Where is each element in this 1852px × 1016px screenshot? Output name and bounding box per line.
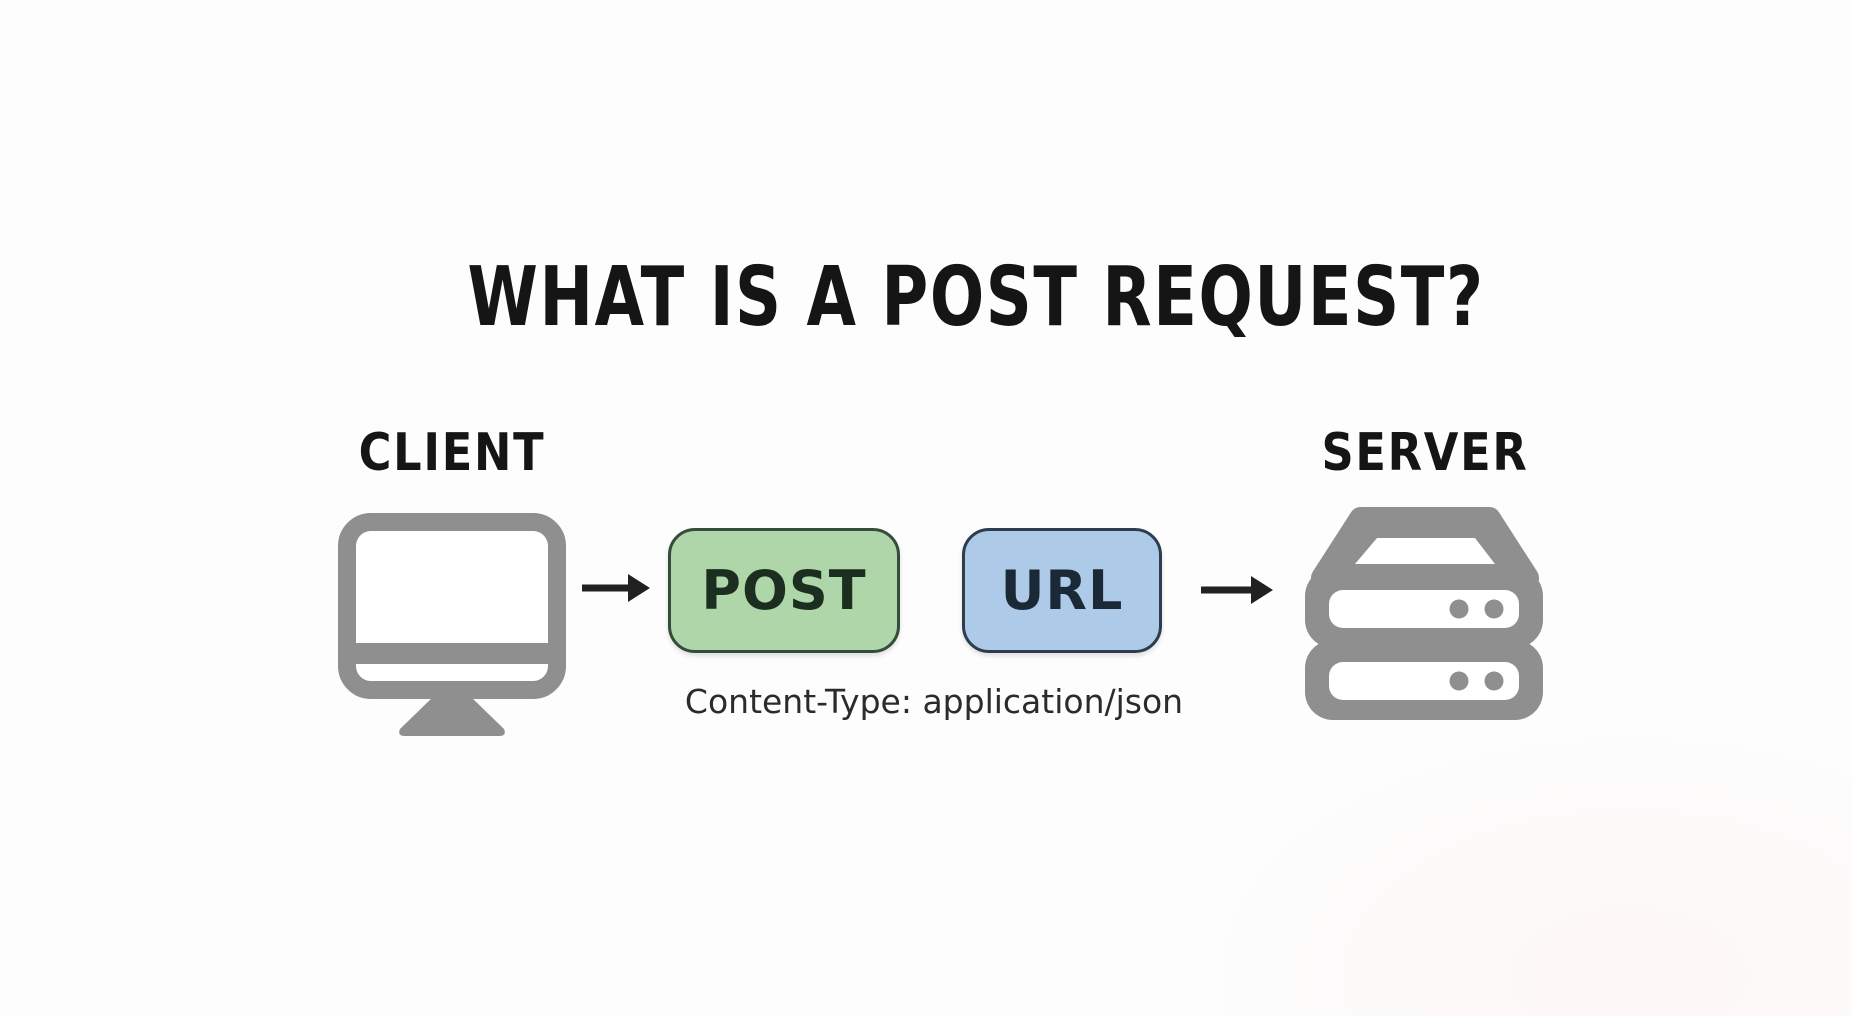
monitor-icon bbox=[338, 513, 566, 737]
arrow-right-icon bbox=[1199, 573, 1275, 607]
post-badge: POST bbox=[668, 528, 900, 653]
server-label: SERVER bbox=[1321, 423, 1529, 483]
server-icon bbox=[1303, 506, 1545, 724]
arrow-right-icon bbox=[580, 571, 652, 605]
page-title: WHAT IS A POST REQUEST? bbox=[467, 250, 1485, 345]
url-badge: URL bbox=[962, 528, 1162, 653]
content-type-text: Content-Type: application/json bbox=[684, 682, 1184, 721]
client-label: CLIENT bbox=[358, 423, 546, 483]
